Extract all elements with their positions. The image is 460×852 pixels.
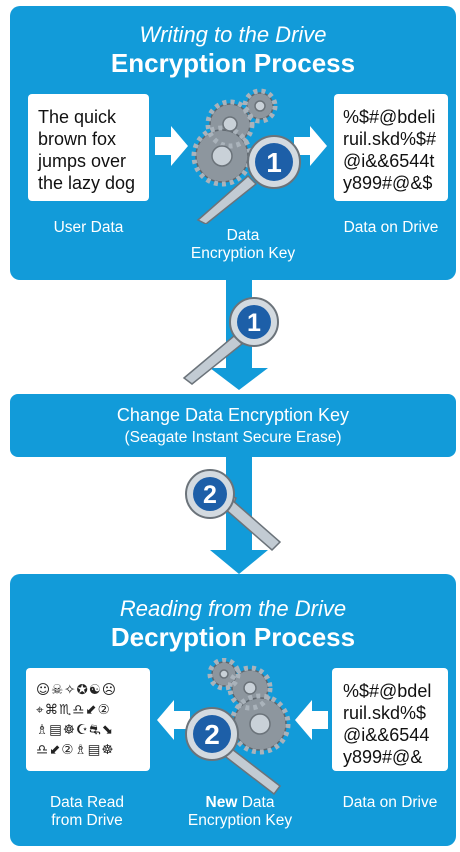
garbled-row: ♎⬋②♗▤☸ (36, 742, 115, 758)
user-data-line: jumps over (38, 151, 127, 171)
encrypted-line: @i&&6544t (343, 151, 435, 171)
key-label-line: Data (226, 227, 260, 244)
key-number-label: 2 (204, 719, 220, 750)
gears-key-icon: 2 (185, 658, 291, 796)
encrypted-line: y899#@&$ (343, 173, 433, 193)
drive-label: Data on Drive (342, 794, 438, 811)
read-data-label: Data Read from Drive (20, 794, 154, 830)
user-data-line: the lazy dog (38, 173, 136, 193)
user-data-line: The quick (38, 107, 117, 127)
down-arrow-key-2: 2 (185, 456, 282, 574)
encryption-panel: Writing to the Drive Encryption Process … (10, 6, 456, 280)
key-number-label: 1 (266, 147, 282, 178)
new-key-label-rest: Data (237, 794, 275, 811)
left-arrow-icon (157, 700, 190, 740)
decryption-title: Decryption Process (110, 622, 356, 652)
right-arrow-icon (294, 126, 327, 166)
new-key-label: New Data Encryption Key (170, 794, 310, 830)
change-key-title: Change Data Encryption Key (116, 405, 350, 425)
encrypted-line: ruil.skd%$# (343, 129, 437, 149)
encrypted-line: %$#@bdel (343, 681, 432, 701)
change-key-bar: Change Data Encryption Key (Seagate Inst… (10, 394, 456, 457)
encrypted-data-box: %$#@bdeli ruil.skd%$# @i&&6544t y899#@&$ (334, 94, 448, 201)
encryption-subtitle: Writing to the Drive (139, 22, 327, 47)
right-arrow-icon (155, 126, 188, 166)
down-arrow-key-1: 1 (182, 278, 279, 390)
gears-key-icon: 1 (191, 88, 301, 224)
new-key-label-bold: New (205, 794, 238, 811)
change-key-subtitle: (Seagate Instant Secure Erase) (124, 429, 342, 446)
key-number-label: 1 (247, 309, 261, 337)
user-data-box: The quick brown fox jumps over the lazy … (28, 94, 149, 201)
drive-label: Data on Drive (343, 219, 439, 236)
garbled-data-box: ☺☠✧✪☯☹ ⌖⌘♏♎⬋② ♗▤☸☪⛐⬊ ♎⬋②♗▤☸ (26, 668, 150, 771)
key-number-label: 2 (203, 481, 217, 509)
new-key-label-line2: Encryption Key (187, 812, 293, 829)
encrypted-line: @i&&6544 (343, 725, 430, 745)
read-data-label-line: from Drive (51, 812, 123, 829)
key-label-line: Encryption Key (190, 245, 296, 262)
encrypted-line: ruil.skd%$ (343, 703, 427, 723)
encrypted-line: %$#@bdeli (343, 107, 436, 127)
key-label: Data Encryption Key (178, 227, 308, 263)
encrypted-data-box: %$#@bdel ruil.skd%$ @i&&6544 y899#@& (332, 668, 448, 771)
garbled-row: ♗▤☸☪⛐⬊ (36, 722, 115, 738)
read-data-label-line: Data Read (49, 794, 125, 811)
user-data-line: brown fox (38, 129, 117, 149)
decryption-panel: Reading from the Drive Decryption Proces… (10, 574, 456, 846)
garbled-row: ☺☠✧✪☯☹ (36, 682, 117, 698)
left-arrow-icon (295, 700, 328, 740)
user-data-label: User Data (53, 219, 124, 236)
garbled-row: ⌖⌘♏♎⬋② (36, 702, 111, 718)
decryption-subtitle: Reading from the Drive (119, 596, 347, 621)
new-key-label-line1: New Data (170, 794, 310, 812)
encryption-title: Encryption Process (110, 48, 356, 78)
encrypted-line: y899#@& (343, 747, 423, 767)
